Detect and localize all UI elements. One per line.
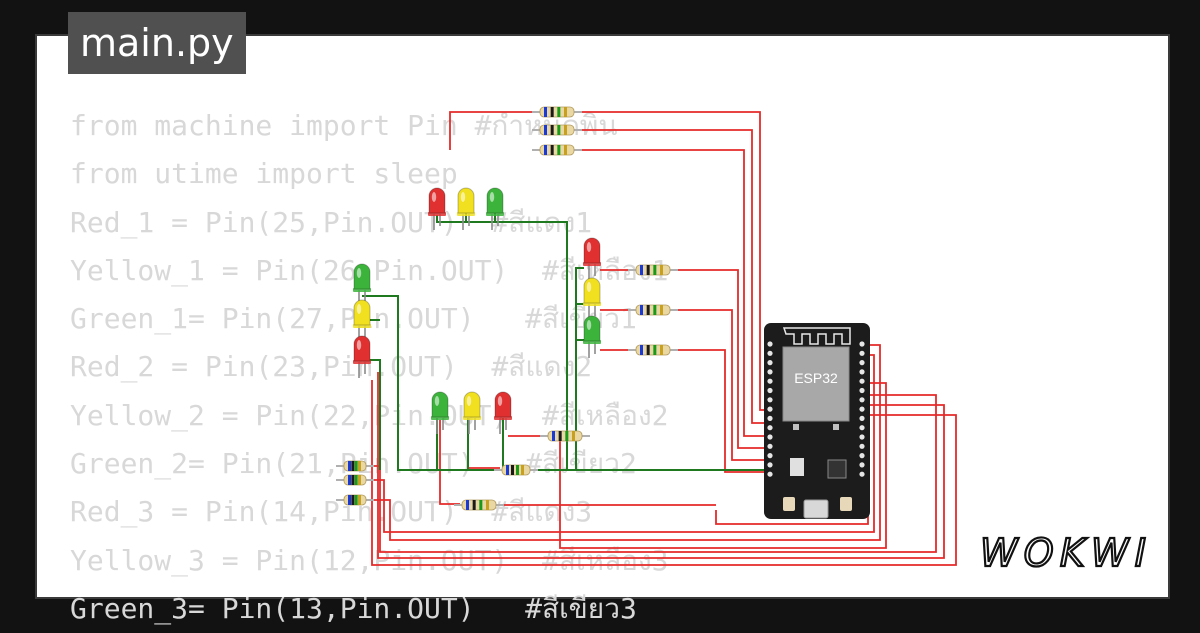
code-line: Green_3= Pin(13,Pin.OUT) #สีเขียว3 — [70, 591, 637, 625]
led — [353, 299, 371, 342]
pin — [767, 462, 773, 468]
resistor — [336, 474, 374, 486]
pin — [859, 443, 865, 449]
code-line: Green_1= Pin(27,Pin.OUT) #สีเขียว1 — [70, 302, 637, 336]
green-wire — [575, 267, 584, 470]
pin — [859, 360, 865, 366]
resistor — [540, 430, 590, 442]
resistor — [336, 460, 374, 472]
pin — [767, 387, 773, 394]
red-wire — [371, 380, 957, 566]
green-wire — [362, 295, 567, 471]
resistor — [532, 106, 582, 118]
pin — [859, 350, 865, 356]
pin — [767, 341, 773, 347]
pin — [859, 378, 865, 384]
esp32-label: ESP32 — [794, 370, 838, 386]
red-wire — [675, 349, 778, 473]
led — [428, 187, 446, 230]
led — [583, 237, 601, 280]
esp32-board: ESP32 — [764, 323, 870, 519]
esp32-chip — [782, 346, 850, 422]
usb-port — [803, 499, 829, 519]
led — [463, 391, 481, 434]
led — [583, 277, 601, 320]
red-wire — [377, 372, 945, 559]
pin — [859, 397, 865, 403]
pin — [767, 471, 773, 477]
code-line: Yellow_3 = Pin(12,Pin.OUT) #สีเหลือง3 — [70, 543, 669, 577]
red-wire — [439, 420, 460, 505]
pin — [767, 397, 773, 403]
file-title-tab: main.py — [68, 12, 246, 74]
pin — [767, 425, 773, 431]
pin — [767, 406, 773, 412]
code-line: Red_1 = Pin(25,Pin.OUT) #สีแดง1 — [70, 205, 593, 239]
resistor — [628, 304, 678, 316]
resistor — [494, 464, 538, 476]
pin — [859, 406, 865, 412]
led — [457, 187, 475, 230]
red-wire — [675, 309, 778, 461]
pin — [859, 387, 865, 394]
pin — [859, 341, 865, 347]
red-wire — [449, 111, 778, 411]
red-wire — [580, 149, 778, 437]
pin — [767, 378, 773, 384]
pin — [767, 369, 773, 375]
led — [486, 187, 504, 230]
red-wire — [467, 426, 500, 469]
pin — [767, 360, 773, 366]
pin — [767, 443, 773, 449]
green-wire — [436, 215, 770, 471]
pin — [767, 415, 773, 421]
resistor — [454, 499, 504, 511]
pin — [859, 462, 865, 468]
resistor — [532, 124, 582, 136]
red-wire — [580, 129, 778, 424]
led — [353, 335, 371, 378]
pin — [767, 434, 773, 440]
resistor — [336, 494, 374, 506]
wokwi-logo: WOKWI — [979, 530, 1147, 576]
red-wire — [372, 344, 881, 541]
pin — [859, 453, 865, 459]
resistor — [532, 144, 582, 156]
pin — [859, 471, 865, 477]
red-wire — [372, 354, 875, 533]
pin — [859, 425, 865, 431]
pin — [767, 350, 773, 356]
leds — [353, 187, 601, 434]
pin — [859, 415, 865, 421]
resistor — [628, 344, 678, 356]
code-line: from utime import sleep — [70, 157, 458, 191]
pin — [859, 434, 865, 440]
led — [431, 391, 449, 434]
red-wire — [675, 269, 778, 449]
pin — [767, 453, 773, 459]
led — [353, 263, 371, 306]
led — [494, 391, 512, 434]
pin — [859, 369, 865, 375]
code-line: Red_3 = Pin(14,Pin.OUT) #สีแดง3 — [70, 495, 593, 529]
resistor — [628, 264, 678, 276]
resistors — [336, 106, 678, 511]
led — [583, 315, 601, 358]
svg-text:WOKWI: WOKWI — [980, 531, 1146, 575]
